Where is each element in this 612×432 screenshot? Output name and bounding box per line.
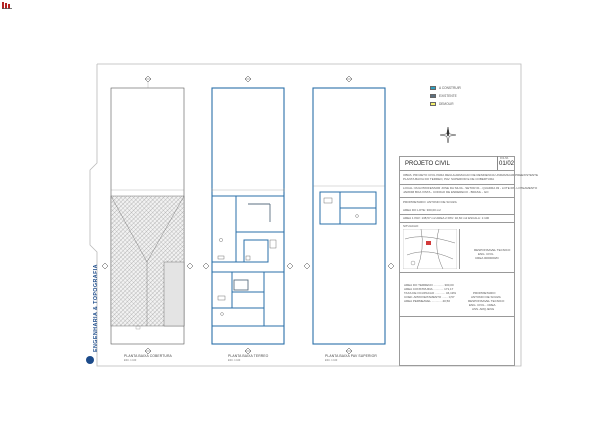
location-caption: SITUACAO xyxy=(403,224,419,228)
note-line-6: AREA DO LOTE: 300,00 m2 xyxy=(403,208,441,212)
sheet-number-box xyxy=(497,156,515,170)
plan-superior-scale: ESC. 1:100 xyxy=(325,359,338,362)
note-line-7: AREA 1 PAV: 138,57 m2 AREA 2 PAV: 32,60 … xyxy=(403,216,490,220)
note-line-1: OBRA: PROJETO CIVIL PARA REGULARIZACAO D… xyxy=(403,173,538,177)
tb-divider xyxy=(399,184,515,185)
sheet-number: 01/02 xyxy=(499,161,515,167)
tb-divider xyxy=(399,170,515,171)
north-arrow-icon xyxy=(440,127,456,143)
tb-divider xyxy=(399,197,515,198)
area-row-5: AREA PERMEAVEL ............ 40,50 xyxy=(404,299,451,303)
area-row-3: TAXA DE OCUPACAO ............ 46,19% xyxy=(404,291,457,295)
area-row-1: AREA DO TERRENO ............ 300,00 xyxy=(404,283,454,287)
brand-logo-icon xyxy=(86,356,94,364)
signature-line-3: RESPONSAVEL TECNICO xyxy=(468,299,505,303)
area-row-4: COEF. APROVEITAMENTO ....... 0,57 xyxy=(404,295,455,299)
plan-cobertura-title: PLANTA BAIXA COBERTURA xyxy=(124,354,172,358)
legend-swatch-existing xyxy=(430,94,436,98)
signature-line-2: ANTONIO DE SOUZA xyxy=(471,295,501,299)
stamp-line-1: RESPONSAVEL TECNICO xyxy=(474,248,511,252)
legend-swatch-demolish xyxy=(430,102,436,106)
stamp-line-3: CREA 0000000/D xyxy=(475,256,499,260)
project-title: PROJETO CIVIL xyxy=(405,161,450,167)
note-line-4: JARDIM BOA VISTA - CODIGO DE ENDERECO - … xyxy=(403,190,489,194)
signature-line-4: ENG. CIVIL - CREA xyxy=(469,303,496,307)
legend-label-new: A CONSTRUIR xyxy=(439,86,461,90)
plan-terreo-title: PLANTA BAIXA TERREO xyxy=(228,354,269,358)
plan-terreo-scale: ESC. 1:100 xyxy=(228,359,241,362)
legend-label-existing: EXISTENTE xyxy=(439,94,457,98)
stamp-line-2: ENG. CIVIL xyxy=(478,252,494,256)
sheet-label: FOLHA xyxy=(500,157,509,160)
location-map xyxy=(403,229,457,269)
area-row-2: AREA CONSTRUIDA ............ 171,17 xyxy=(404,287,454,291)
tb-divider xyxy=(399,272,515,273)
plan-superior-title: PLANTA BAIXA PAV SUPERIOR xyxy=(325,354,377,358)
section-marker-icon xyxy=(144,75,152,83)
tb-divider xyxy=(399,222,515,223)
signature-line-1: PROPRIETARIO xyxy=(473,291,496,295)
note-line-5: PROPRIETARIO: ANTONIO DE SOUZA xyxy=(403,200,457,204)
company-logo-icon xyxy=(2,2,12,9)
legend-label-demolish: DEMOLIR xyxy=(439,102,454,106)
note-line-2: PLANTA BAIXA DO TERREO, PAV. SUPERIOR E … xyxy=(403,177,495,181)
signature-line-5: ASS. ARQ./ENG xyxy=(472,307,495,311)
tb-vdivider xyxy=(459,229,460,269)
plan-cobertura-scale: ESC. 1:100 xyxy=(124,359,137,362)
tb-divider xyxy=(399,316,515,317)
tb-divider xyxy=(399,214,515,215)
legend-swatch-new xyxy=(430,86,436,90)
note-line-3: LOCAL: RUA PROFESSOR JOSE DA SILVA - SET… xyxy=(403,186,538,190)
